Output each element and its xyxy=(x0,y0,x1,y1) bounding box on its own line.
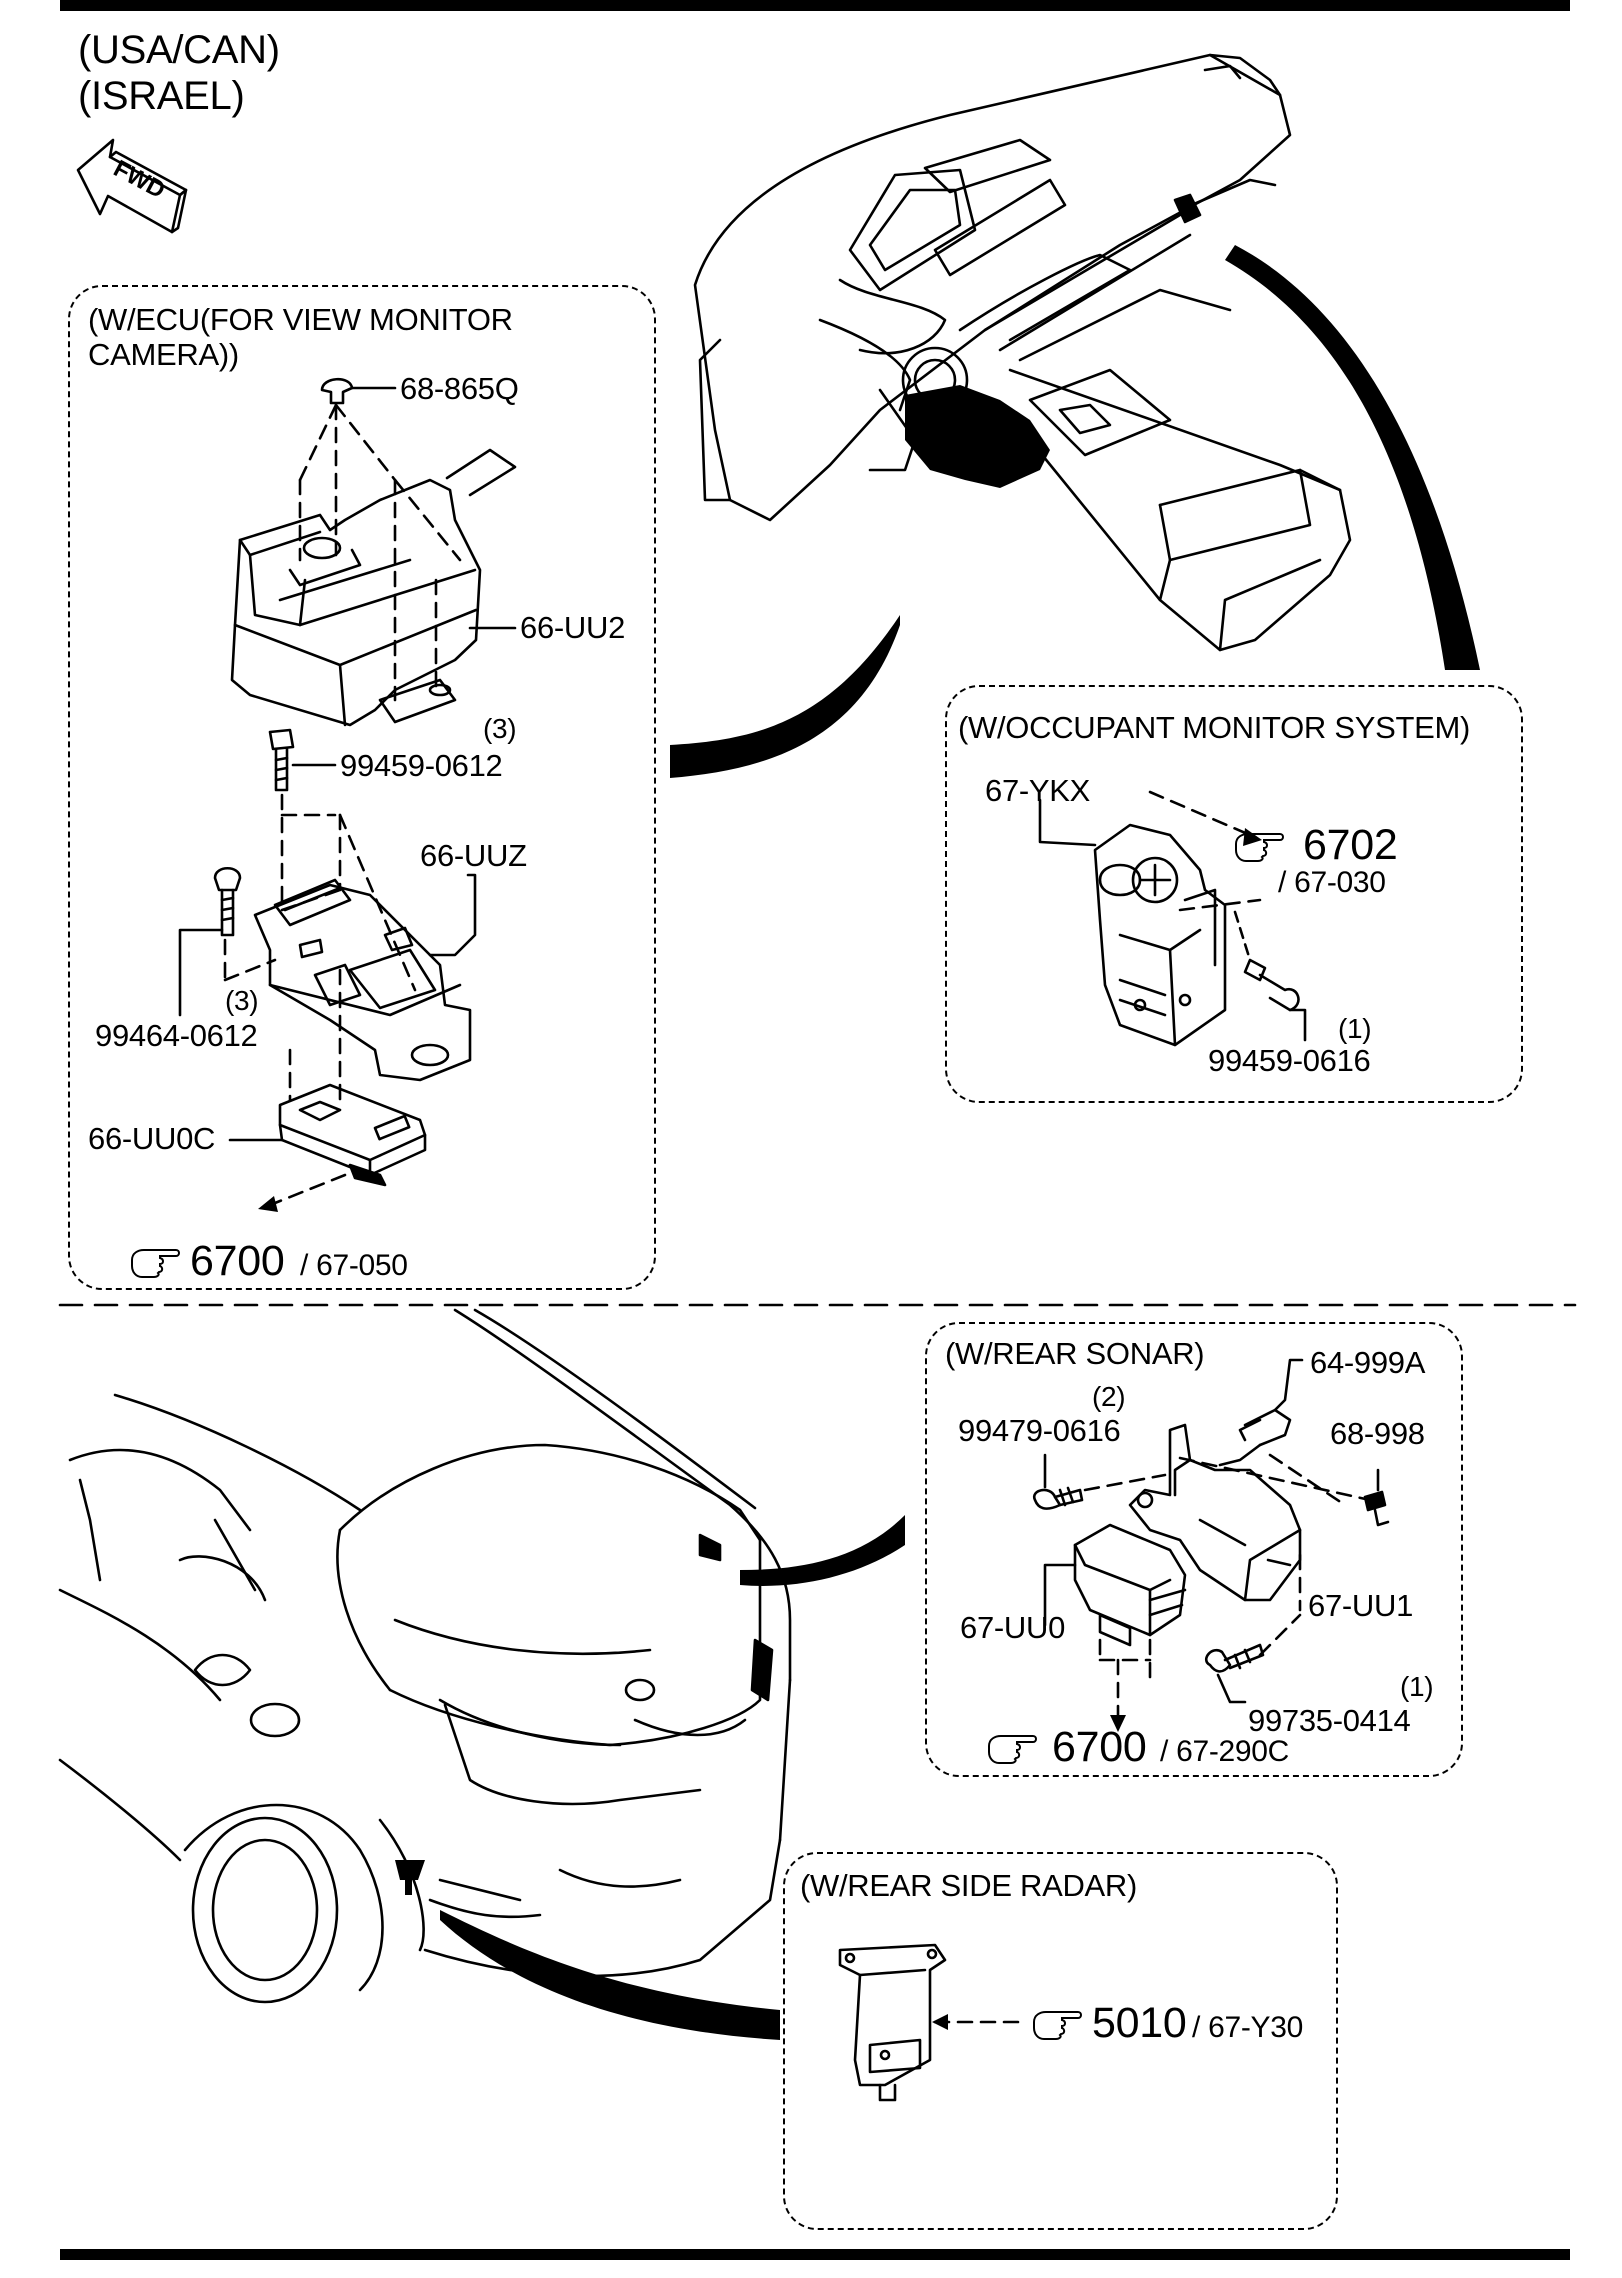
part-99464-0612-qty: (3) xyxy=(225,985,259,1016)
part-68-865q[interactable]: 68-865Q xyxy=(400,371,519,406)
bottom-bar xyxy=(60,2249,1570,2260)
ecu-ref-code[interactable]: / 67-050 xyxy=(300,1249,408,1282)
occupant-ref-arrowhead xyxy=(1243,828,1262,846)
sonar-bracket-icon xyxy=(1128,1423,1302,1602)
radar-ref-arrowhead xyxy=(932,2014,948,2030)
occupant-callout-wedge xyxy=(1225,245,1480,670)
part-99459-0616-qty: (1) xyxy=(1338,1013,1372,1044)
ecu-clip-icon xyxy=(320,377,397,405)
car-rear-illustration xyxy=(58,1308,792,2004)
occupant-group-title: (W/OCCUPANT MONITOR SYSTEM) xyxy=(958,710,1471,745)
part-99479-0616-qty: (2) xyxy=(1092,1381,1126,1412)
radar-unit-icon xyxy=(838,1943,947,2102)
occupant-group-box xyxy=(945,685,1523,1103)
ecu-bolt-upper-icon xyxy=(268,728,337,792)
part-99459-0612-qty: (3) xyxy=(483,713,517,744)
ecu-location-blob xyxy=(905,385,1050,488)
sonar-screw-icon xyxy=(1218,1358,1304,1467)
dashboard-illustration xyxy=(693,53,1352,652)
radar-callout-wedge xyxy=(440,1910,780,2040)
ecu-ref-arrowhead xyxy=(258,1196,278,1212)
part-66-uu0c[interactable]: 66-UU0C xyxy=(88,1121,216,1156)
occupant-ref-code[interactable]: / 67-030 xyxy=(1278,866,1386,899)
sonar-guide-lines xyxy=(1083,1453,1372,1722)
ecu-group-box xyxy=(68,285,656,1290)
top-bar xyxy=(60,0,1570,11)
sonar-bolt-top-icon xyxy=(1032,1453,1084,1510)
ecu-ref-guide xyxy=(268,1173,347,1207)
sonar-group-title: (W/REAR SONAR) xyxy=(945,1336,1205,1371)
part-99459-0612[interactable]: 99459-0612 xyxy=(340,748,503,783)
leader-67-uu1 xyxy=(1266,1558,1292,1567)
ecu-unit-icon xyxy=(228,1083,427,1187)
part-99735-0414-qty: (1) xyxy=(1400,1671,1434,1702)
radar-group-title: (W/REAR SIDE RADAR) xyxy=(800,1868,1138,1903)
part-68-998[interactable]: 68-998 xyxy=(1330,1416,1425,1451)
occupant-ref-page[interactable]: 6702 xyxy=(1303,821,1398,869)
part-99479-0616[interactable]: 99479-0616 xyxy=(958,1413,1121,1448)
part-67-uu1[interactable]: 67-UU1 xyxy=(1308,1588,1414,1623)
part-67-uu0[interactable]: 67-UU0 xyxy=(960,1610,1066,1645)
sonar-unit-icon xyxy=(1043,1523,1187,1647)
ecu-bolt-lower-icon xyxy=(178,866,242,1017)
part-99459-0616[interactable]: 99459-0616 xyxy=(1208,1043,1371,1078)
sonar-group-box xyxy=(925,1322,1463,1777)
sonar-ref-code[interactable]: / 67-290C xyxy=(1160,1735,1290,1768)
ecu-ref-page[interactable]: 6700 xyxy=(190,1237,285,1285)
ecu-group-title-line2: CAMERA)) xyxy=(88,337,239,372)
sonar-ref-page[interactable]: 6700 xyxy=(1052,1723,1147,1771)
ecu-group-title-line1: (W/ECU(FOR VIEW MONITOR xyxy=(88,302,513,337)
leader-66-uuz xyxy=(428,873,477,957)
part-66-uuz[interactable]: 66-UUZ xyxy=(420,838,527,873)
ecu-callout-wedge xyxy=(670,615,900,778)
part-99464-0612[interactable]: 99464-0612 xyxy=(95,1018,258,1053)
ecu-cover-icon xyxy=(230,448,517,727)
pointing-hand-icon xyxy=(988,1735,1037,1764)
pointing-hand-icon xyxy=(1033,2011,1082,2040)
radar-ref-page[interactable]: 5010 xyxy=(1092,1999,1187,2047)
sonar-clip-icon xyxy=(1363,1468,1390,1527)
region-label-israel: (ISRAEL) xyxy=(78,74,245,118)
occupant-unit-icon xyxy=(1038,798,1227,1047)
part-99735-0414[interactable]: 99735-0414 xyxy=(1248,1703,1411,1738)
occupant-bolt-icon xyxy=(1233,910,1307,1042)
sonar-callout-wedge xyxy=(740,1515,905,1586)
part-67-ykx[interactable]: 67-YKX xyxy=(985,773,1091,808)
pointing-hand-icon xyxy=(131,1249,180,1278)
occupant-guide-lines xyxy=(1148,790,1262,912)
sonar-ref-arrowhead xyxy=(1110,1715,1126,1732)
radar-ref-code[interactable]: / 67-Y30 xyxy=(1192,2011,1304,2044)
pointing-hand-icon xyxy=(1235,833,1284,862)
radar-group-box xyxy=(783,1852,1338,2230)
region-label-usa-can: (USA/CAN) xyxy=(78,28,280,72)
part-64-999a[interactable]: 64-999A xyxy=(1310,1345,1426,1380)
radar-location-mark xyxy=(395,1860,425,1895)
ecu-bracket-icon xyxy=(253,878,472,1082)
part-66-uu2[interactable]: 66-UU2 xyxy=(520,610,626,645)
sonar-bolt-bottom-icon xyxy=(1204,1643,1265,1704)
fwd-arrow-icon xyxy=(76,138,188,234)
